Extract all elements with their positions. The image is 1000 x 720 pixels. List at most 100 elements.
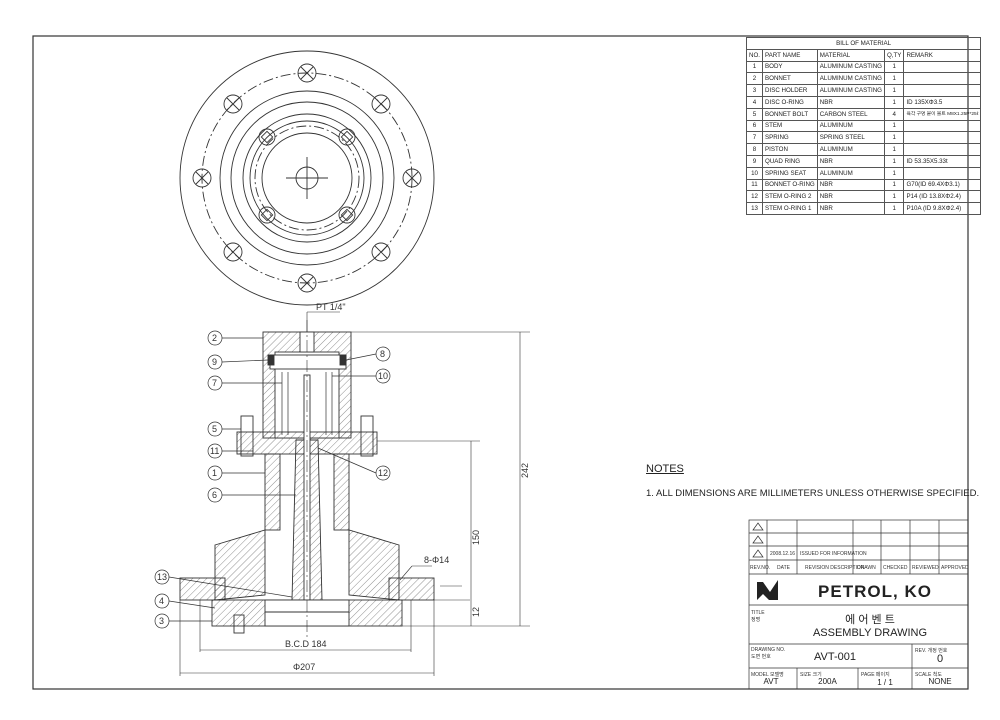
note-line-1: 1. ALL DIMENSIONS ARE MILLIMETERS UNLESS… [646,488,980,499]
top-view [179,50,435,306]
part-balloons: 2 9 7 5 11 1 6 13 4 3 8 10 12 [154,330,391,629]
model-label: MODEL 모델명 [751,672,784,678]
balloon-13: 13 [157,572,167,582]
rev-header-checked: CHECKED [883,565,908,571]
bom-cell-remark [903,166,982,180]
bill-of-material: BILL OF MATERIAL NO. PART NAME MATERIAL … [745,37,982,215]
bom-cell-no: 7 [745,131,764,145]
bom-cell-no: 6 [745,119,764,133]
bom-cell-no: 2 [745,72,764,86]
bom-cell-qty: 1 [883,84,905,97]
size-value: 200A [818,677,837,686]
rev-header-desc: REVISION DESCRIPTION [805,565,865,571]
bom-cell-remark [903,143,982,156]
bom-cell-material: NBR [816,202,885,215]
scale-label: SCALE 척도 [915,672,942,678]
title-english: ASSEMBLY DRAWING [812,627,928,639]
rev-label: REV. 개정 번호 [915,648,948,654]
dim-12: 12 [471,607,481,617]
bom-cell-no: 3 [745,84,764,97]
bom-cell-name: PISTON [762,143,818,156]
bom-cell-name: QUAD RING [762,154,818,168]
bom-cell-material: SPRING STEEL [816,131,885,145]
rev-header-approved: APPROVED [941,565,969,571]
bom-cell-material: NBR [816,190,885,204]
bom-cell-name: BONNET O-RING [762,178,818,192]
company-name: PETROL, KO [818,582,932,601]
bom-cell-remark: G70(ID 69.4XΦ3.1) [903,178,982,192]
drawing-no-label: DRAWING NO. [751,647,786,653]
bom-cell-name: STEM [762,119,818,133]
bom-cell-no: 1 [745,60,764,74]
balloon-8: 8 [380,349,385,359]
bom-title: BILL OF MATERIAL [745,37,982,50]
rev-header-drawn: DRAWN [857,565,876,571]
bom-cell-remark: 육각 구멍 붙이 볼트 M8X1.25P*25ℓ [903,107,982,121]
bom-cell-qty: 1 [883,60,905,74]
model-value: AVT [763,677,779,686]
size-label: SIZE 크기 [800,672,822,678]
bom-cell-qty: 1 [883,166,905,180]
bom-cell-material: ALUMINUM [816,143,885,156]
bom-cell-remark [903,119,982,133]
bom-cell-qty: 4 [883,107,905,121]
sheet-border [32,35,969,690]
drawing-no-label-kr: 도면 번호 [751,654,771,660]
bom-cell-name: BONNET [762,72,818,86]
bom-header-name: PART NAME [762,48,818,62]
rev-date: 2008.12.16 [770,551,796,557]
bom-cell-material: ALUMINUM CASTING [816,60,885,74]
bom-header-remark: REMARK [903,48,982,62]
bom-cell-material: ALUMINUM [816,166,885,180]
notes-title: NOTES [646,463,684,475]
bom-cell-qty: 1 [883,202,905,215]
dim-242: 242 [520,463,530,478]
bom-cell-name: DISC O-RING [762,95,818,109]
bom-cell-no: 12 [745,190,764,204]
bom-cell-no: 10 [745,166,764,180]
bom-cell-remark: ID 53.35X5.33t [903,154,982,168]
balloon-4: 4 [159,596,164,606]
rev-triangle-1 [752,522,764,531]
bom-cell-no: 9 [745,154,764,168]
bom-cell-name: BONNET BOLT [762,107,818,121]
bom-cell-name: DISC HOLDER [762,84,818,97]
section-view [179,320,435,640]
pt-label: PT 1/4" [316,302,346,312]
balloon-6: 6 [212,490,217,500]
balloon-5: 5 [212,424,217,434]
bom-header-no: NO. [745,48,764,62]
dim-od: Φ207 [293,662,315,672]
balloon-7: 7 [212,378,217,388]
balloon-2: 2 [212,333,217,343]
title-label: TITLE [751,610,765,616]
bom-cell-qty: 1 [883,143,905,156]
bom-cell-name: STEM O-RING 2 [762,190,818,204]
bom-cell-no: 13 [745,202,764,215]
bom-cell-name: SPRING SEAT [762,166,818,180]
bom-cell-qty: 1 [883,95,905,109]
bom-header-row: NO. PART NAME MATERIAL Q,TY REMARK [745,48,982,62]
bom-cell-material: ALUMINUM CASTING [816,84,885,97]
drawing-number: AVT-001 [814,651,856,663]
balloon-3: 3 [159,616,164,626]
bom-cell-material: NBR [816,95,885,109]
dim-holes: 8-Φ14 [424,555,449,565]
bom-header-qty: Q,TY [883,48,905,62]
title-korean: 에 어 벤 트 [845,614,895,626]
rev-header-reviewed: REVIEWED [912,565,939,571]
scale-value: NONE [928,677,952,686]
bom-cell-no: 11 [745,178,764,192]
